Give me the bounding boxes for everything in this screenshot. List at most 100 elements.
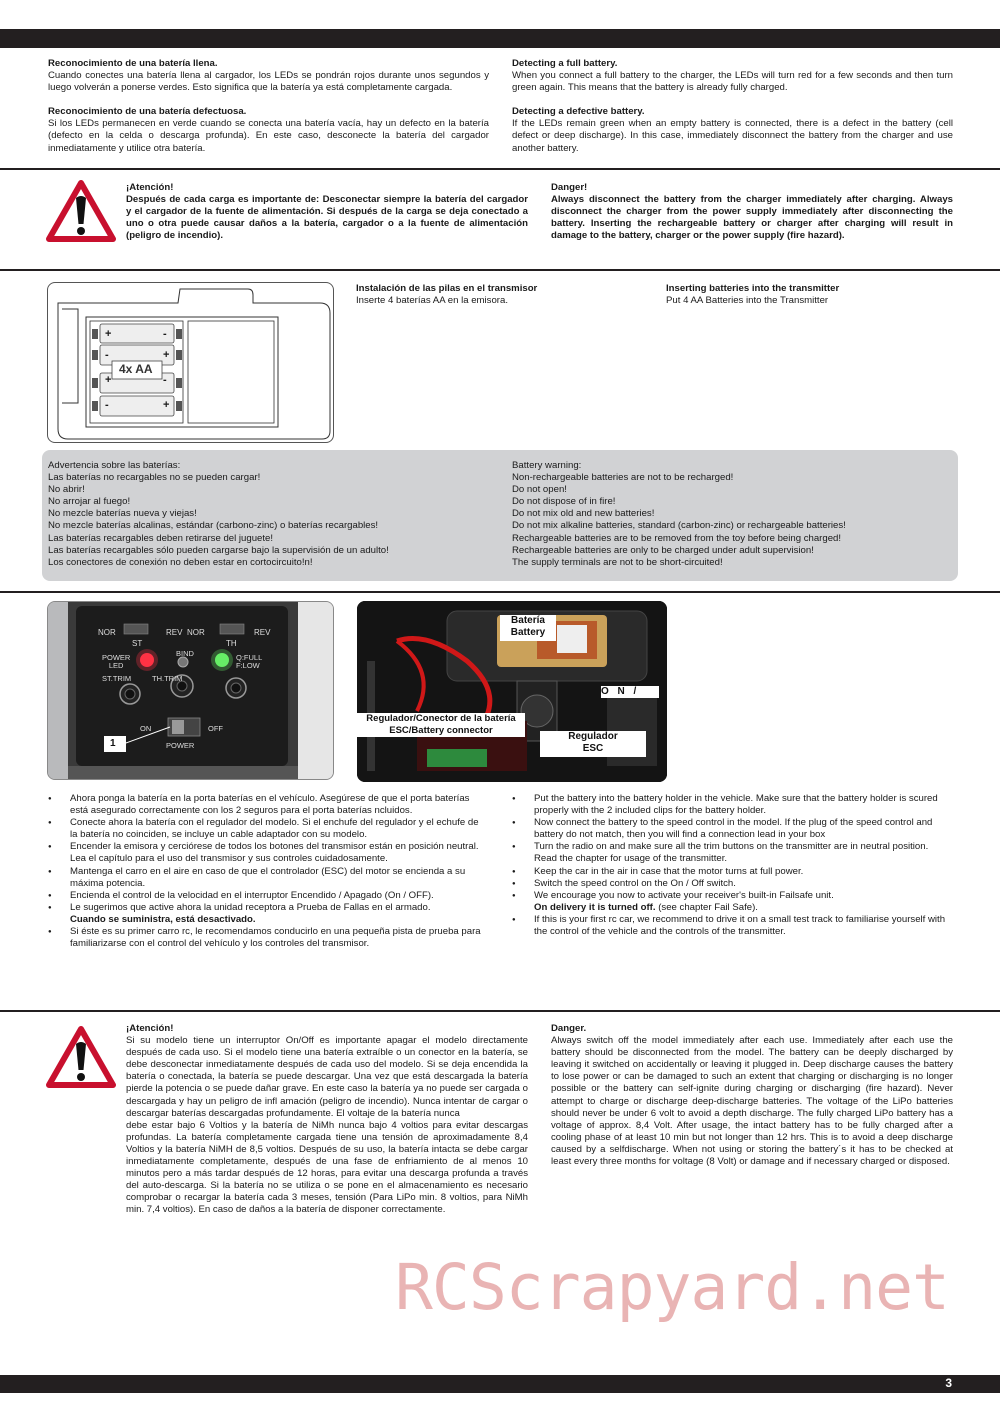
divider	[0, 269, 1000, 271]
panel-nor-th: NOR	[187, 628, 205, 637]
panel-th: TH	[226, 639, 237, 648]
instruction-item-en: We encourage you now to activate your re…	[512, 890, 953, 914]
battery-warning-line-en: The supply terminals are not to be short…	[512, 556, 723, 568]
instruction-item-en: Turn the radio on and make sure all the …	[512, 841, 953, 865]
esc-connector-tag: Regulador/Conector de la batería ESC/Bat…	[357, 713, 525, 737]
warning2-en: Danger. Always switch off the model imme…	[551, 1023, 953, 1168]
plus-sign: +	[163, 349, 170, 361]
battery-warning-line-en: Non-rechargeable batteries are not to be…	[512, 472, 734, 484]
panel-bind: BIND	[176, 649, 194, 658]
battery-warning-line-es: No mezcle baterías nueva y viejas!	[48, 508, 197, 520]
warning-triangle-icon	[46, 1026, 116, 1088]
battery-warning-line-es: Las baterías recargables sólo pueden car…	[48, 544, 389, 556]
instruction-item-en: Switch the speed control on the On / Off…	[512, 878, 953, 890]
esc-tag-es: Regulador	[568, 731, 618, 742]
panel-nor-st: NOR	[98, 628, 116, 637]
instruction-item-en: Put the battery into the battery holder …	[512, 793, 953, 817]
plus-sign: +	[163, 399, 170, 411]
plus-sign: +	[105, 374, 112, 386]
failsafe-note-en: On delivery it is turned off.	[534, 901, 656, 913]
panel-drawing	[48, 602, 333, 779]
warning2-text-es: Si su modelo tiene un interruptor On/Off…	[126, 1035, 528, 1119]
full-battery-title-es: Reconocimiento de una batería llena.	[48, 58, 218, 69]
insert-es: Instalación de las pilas en el transmiso…	[356, 283, 646, 307]
watermark: RCScrapyard.net	[395, 1251, 950, 1324]
divider	[0, 591, 1000, 593]
failsafe-note-en-rest: (see chapter Fail Safe).	[655, 901, 758, 913]
instruction-item-en: Keep the car in the air in case that the…	[512, 866, 953, 878]
minus-sign: -	[105, 349, 109, 361]
panel-on: ON	[140, 724, 152, 733]
esc-tag-en: ESC	[582, 743, 604, 754]
instruction-item-en: If this is your first rc car, we recomme…	[512, 914, 953, 938]
warning2-text-en: Always switch off the model immediately …	[551, 1035, 953, 1168]
warning2-es: ¡Atención! Si su modelo tiene un interru…	[126, 1023, 528, 1217]
defect-battery-text-es: Si los LEDs permanecen en verde cuando s…	[48, 118, 489, 154]
section1-en: Detecting a full battery. When you conne…	[512, 58, 953, 155]
panel-st-trim: ST.TRIM	[102, 674, 132, 683]
minus-sign: -	[163, 328, 167, 340]
battery-warning-line-en: Do not dispose of in fire!	[512, 496, 616, 508]
full-battery-text-en: When you connect a full battery to the c…	[512, 70, 953, 94]
insert-text-en: Put 4 AA Batteries into the Transmitter	[666, 295, 829, 307]
divider	[0, 168, 1000, 170]
section1-es: Reconocimiento de una batería llena. Cua…	[48, 58, 489, 155]
warning2-text2-es: debe estar bajo 6 Voltios y la batería d…	[126, 1119, 528, 1216]
defect-battery-text-en: If the LEDs remain green when an empty b…	[512, 118, 953, 154]
bottom-bar	[0, 1375, 1000, 1393]
insert-en: Inserting batteries into the transmitter…	[666, 283, 956, 307]
instruction-item-es: Encender la emisora y cerciórese de todo…	[48, 841, 488, 865]
panel-power: POWER	[166, 741, 195, 750]
panel-full-low: Q:FULL F:LOW	[236, 653, 263, 670]
battery-warning-line-en: Do not open!	[512, 484, 567, 496]
battery-warning-line-es: No arrojar al fuego!	[48, 496, 131, 508]
battery-warning-line-es: No abrir!	[48, 484, 85, 496]
plus-sign: +	[105, 328, 112, 340]
battery-warning-line-es: Las baterías no recargables no se pueden…	[48, 472, 261, 484]
warning1-en: Danger! Always disconnect the battery fr…	[551, 182, 953, 242]
instructions-en: Put the battery into the battery holder …	[512, 793, 953, 938]
warning1-text-es: Después de cada carga es importante de: …	[126, 194, 528, 242]
battery-warning-line-en: Rechargeable batteries are to be removed…	[512, 532, 842, 544]
full-battery-title-en: Detecting a full battery.	[512, 58, 618, 69]
battery-warning-line-en: Do not mix old and new batteries!	[512, 508, 655, 520]
battery-warning-en: Battery warning: Non-rechargeable batter…	[512, 460, 952, 569]
transmitter-panel-photo: NOR ST REV NOR TH REV POWER LED BIND Q:F…	[47, 601, 334, 780]
minus-sign: -	[105, 399, 109, 411]
battery-warning-line-es: Las baterías recargables deben retirarse…	[48, 532, 274, 544]
battery-warning-line-es: No mezcle baterías alcalinas, estándar (…	[48, 520, 379, 532]
failsafe-note-es: Cuando se suministra, está desactivado.	[70, 913, 256, 925]
warning1-es: ¡Atención! Después de cada carga es impo…	[126, 182, 528, 242]
insert-title-en: Inserting batteries into the transmitter	[666, 283, 840, 294]
battery-label: 4x AA	[119, 362, 153, 376]
instruction-item-en: Now connect the battery to the speed con…	[512, 817, 953, 841]
panel-rev-st: REV	[166, 628, 183, 637]
panel-rev-th: REV	[254, 628, 271, 637]
battery-warning-line-en: Do not mix alkaline batteries, standard …	[512, 520, 846, 532]
warning1-title-es: ¡Atención!	[126, 182, 174, 193]
car-electronics-photo: Batería Battery O N / Regulador/Conector…	[357, 601, 667, 782]
battery-tag-es: Batería	[511, 615, 545, 626]
instruction-item-es: Conecte ahora la batería con el regulado…	[48, 817, 488, 841]
instructions-es: Ahora ponga la batería en la porta bater…	[48, 793, 488, 950]
esc-tag: Regulador ESC	[540, 731, 646, 757]
battery-warning-title-en: Battery warning:	[512, 460, 582, 471]
transmitter-diagram: 4x AA + - - + + - - +	[47, 282, 334, 443]
battery-warning-line-es: Los conectores de conexión no deben esta…	[48, 556, 313, 568]
top-bar	[0, 29, 1000, 48]
panel-th-trim: TH.TRIM	[152, 674, 183, 683]
callout-number: 1	[110, 738, 116, 749]
panel-st: ST	[132, 639, 143, 648]
battery-warning-es: Advertencia sobre las baterías: Las bate…	[48, 460, 493, 569]
instruction-item-es: Si éste es su primer carro rc, le recome…	[48, 926, 488, 950]
instruction-item-es: Ahora ponga la batería en la porta bater…	[48, 793, 488, 817]
warning1-title-en: Danger!	[551, 182, 588, 193]
defect-battery-title-en: Detecting a defective battery.	[512, 106, 645, 118]
defect-battery-title-es: Reconocimiento de una batería defectuosa…	[48, 106, 247, 118]
instruction-item-es: Le sugerimos que active ahora la unidad …	[48, 902, 488, 926]
instruction-item-es: Mantenga el carro en el aire en caso de …	[48, 866, 488, 890]
insert-text-es: Inserte 4 baterías AA en la emisora.	[356, 295, 508, 307]
battery-warning-title-es: Advertencia sobre las baterías:	[48, 460, 181, 471]
divider	[0, 1010, 1000, 1012]
battery-tag: Batería Battery	[500, 615, 556, 641]
